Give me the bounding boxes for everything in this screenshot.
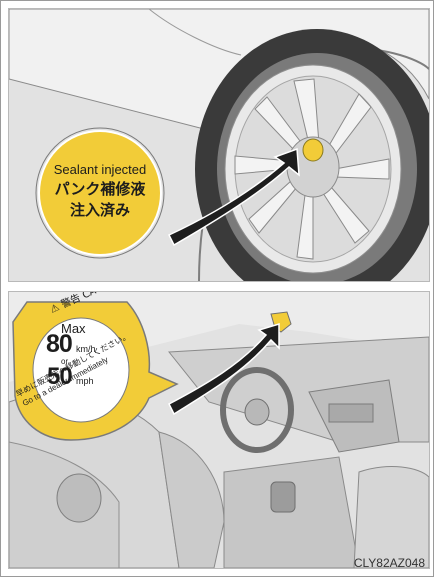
wheel-drawing bbox=[9, 9, 429, 281]
steering-hub bbox=[245, 399, 269, 425]
valve-cap-marker bbox=[303, 139, 323, 161]
sticker-text-japanese-2: 注入済み bbox=[39, 200, 161, 220]
wheel-illustration-panel: Sealant injected パンク補修液 注入済み bbox=[8, 8, 430, 282]
shift-lever bbox=[271, 482, 295, 512]
door-speaker bbox=[57, 474, 101, 522]
passenger-seat bbox=[354, 467, 429, 568]
center-tunnel bbox=[224, 457, 359, 568]
sticker-text-english: Sealant injected bbox=[39, 161, 161, 178]
climate-controls bbox=[329, 404, 373, 422]
speed-kmh-value: 80 bbox=[46, 330, 72, 359]
interior-illustration-panel: ⚠ 警告 CAUTION Max 80 km/h or 50 mph 早めに販売… bbox=[8, 291, 430, 569]
figure-code-caption: CLY82AZ048 bbox=[354, 556, 425, 570]
sticker-text-japanese-1: パンク補修液 bbox=[39, 179, 161, 199]
